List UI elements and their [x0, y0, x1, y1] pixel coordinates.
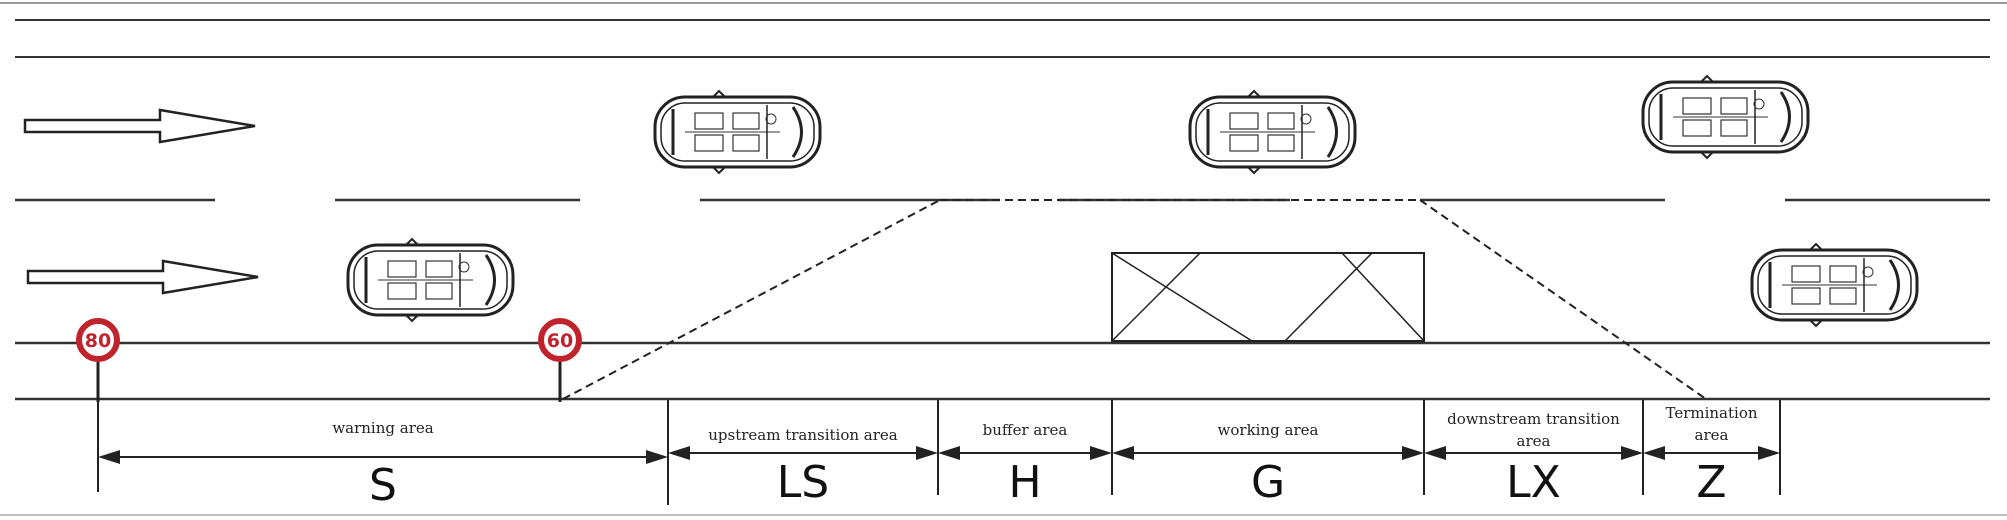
arrowhead-left-icon — [1112, 446, 1134, 460]
zone-label: area — [1695, 426, 1729, 444]
traffic-direction-arrow-icon — [23, 108, 257, 144]
work-zone-box — [1111, 252, 1425, 342]
arrowhead-left-icon — [938, 446, 960, 460]
zone-symbol: S — [369, 460, 397, 511]
arrowhead-left-icon — [1424, 446, 1446, 460]
speed-limit-sign-60: 60 — [538, 318, 582, 402]
car-icon — [346, 237, 515, 323]
speed-limit-value: 60 — [547, 330, 573, 352]
arrowhead-right-icon — [1402, 446, 1424, 460]
zone-label: upstream transition area — [708, 426, 898, 444]
car-icon — [1188, 89, 1357, 175]
arrowhead-right-icon — [1758, 446, 1780, 460]
zone-symbol: LS — [777, 457, 829, 508]
arrowhead-right-icon — [916, 446, 938, 460]
zone-symbol: H — [1008, 457, 1041, 508]
zone-label: buffer area — [983, 421, 1068, 439]
zone-label: area — [1517, 432, 1551, 450]
arrowhead-right-icon — [1090, 446, 1112, 460]
arrowhead-right-icon — [646, 450, 668, 464]
zone-symbol: LX — [1506, 457, 1561, 508]
speed-limit-sign-80: 80 — [76, 318, 120, 402]
car-icon — [653, 89, 822, 175]
zone-symbol: Z — [1696, 457, 1726, 508]
channelizing-taper — [562, 199, 1707, 400]
zone-symbol: G — [1251, 457, 1285, 508]
arrowhead-right-icon — [1621, 446, 1643, 460]
speed-limit-value: 80 — [85, 330, 111, 352]
zone-label: Termination — [1665, 404, 1757, 422]
zone-label: downstream transition — [1447, 410, 1620, 428]
arrowhead-left-icon — [1643, 446, 1665, 460]
car-icon — [1750, 242, 1919, 328]
zone-label: warning area — [332, 419, 433, 437]
arrowhead-left-icon — [668, 446, 690, 460]
zone-boundaries — [97, 400, 1781, 505]
zone-label: working area — [1218, 421, 1319, 439]
traffic-direction-arrow-icon — [26, 259, 260, 295]
arrowhead-left-icon — [98, 450, 120, 464]
car-icon — [1641, 74, 1810, 160]
